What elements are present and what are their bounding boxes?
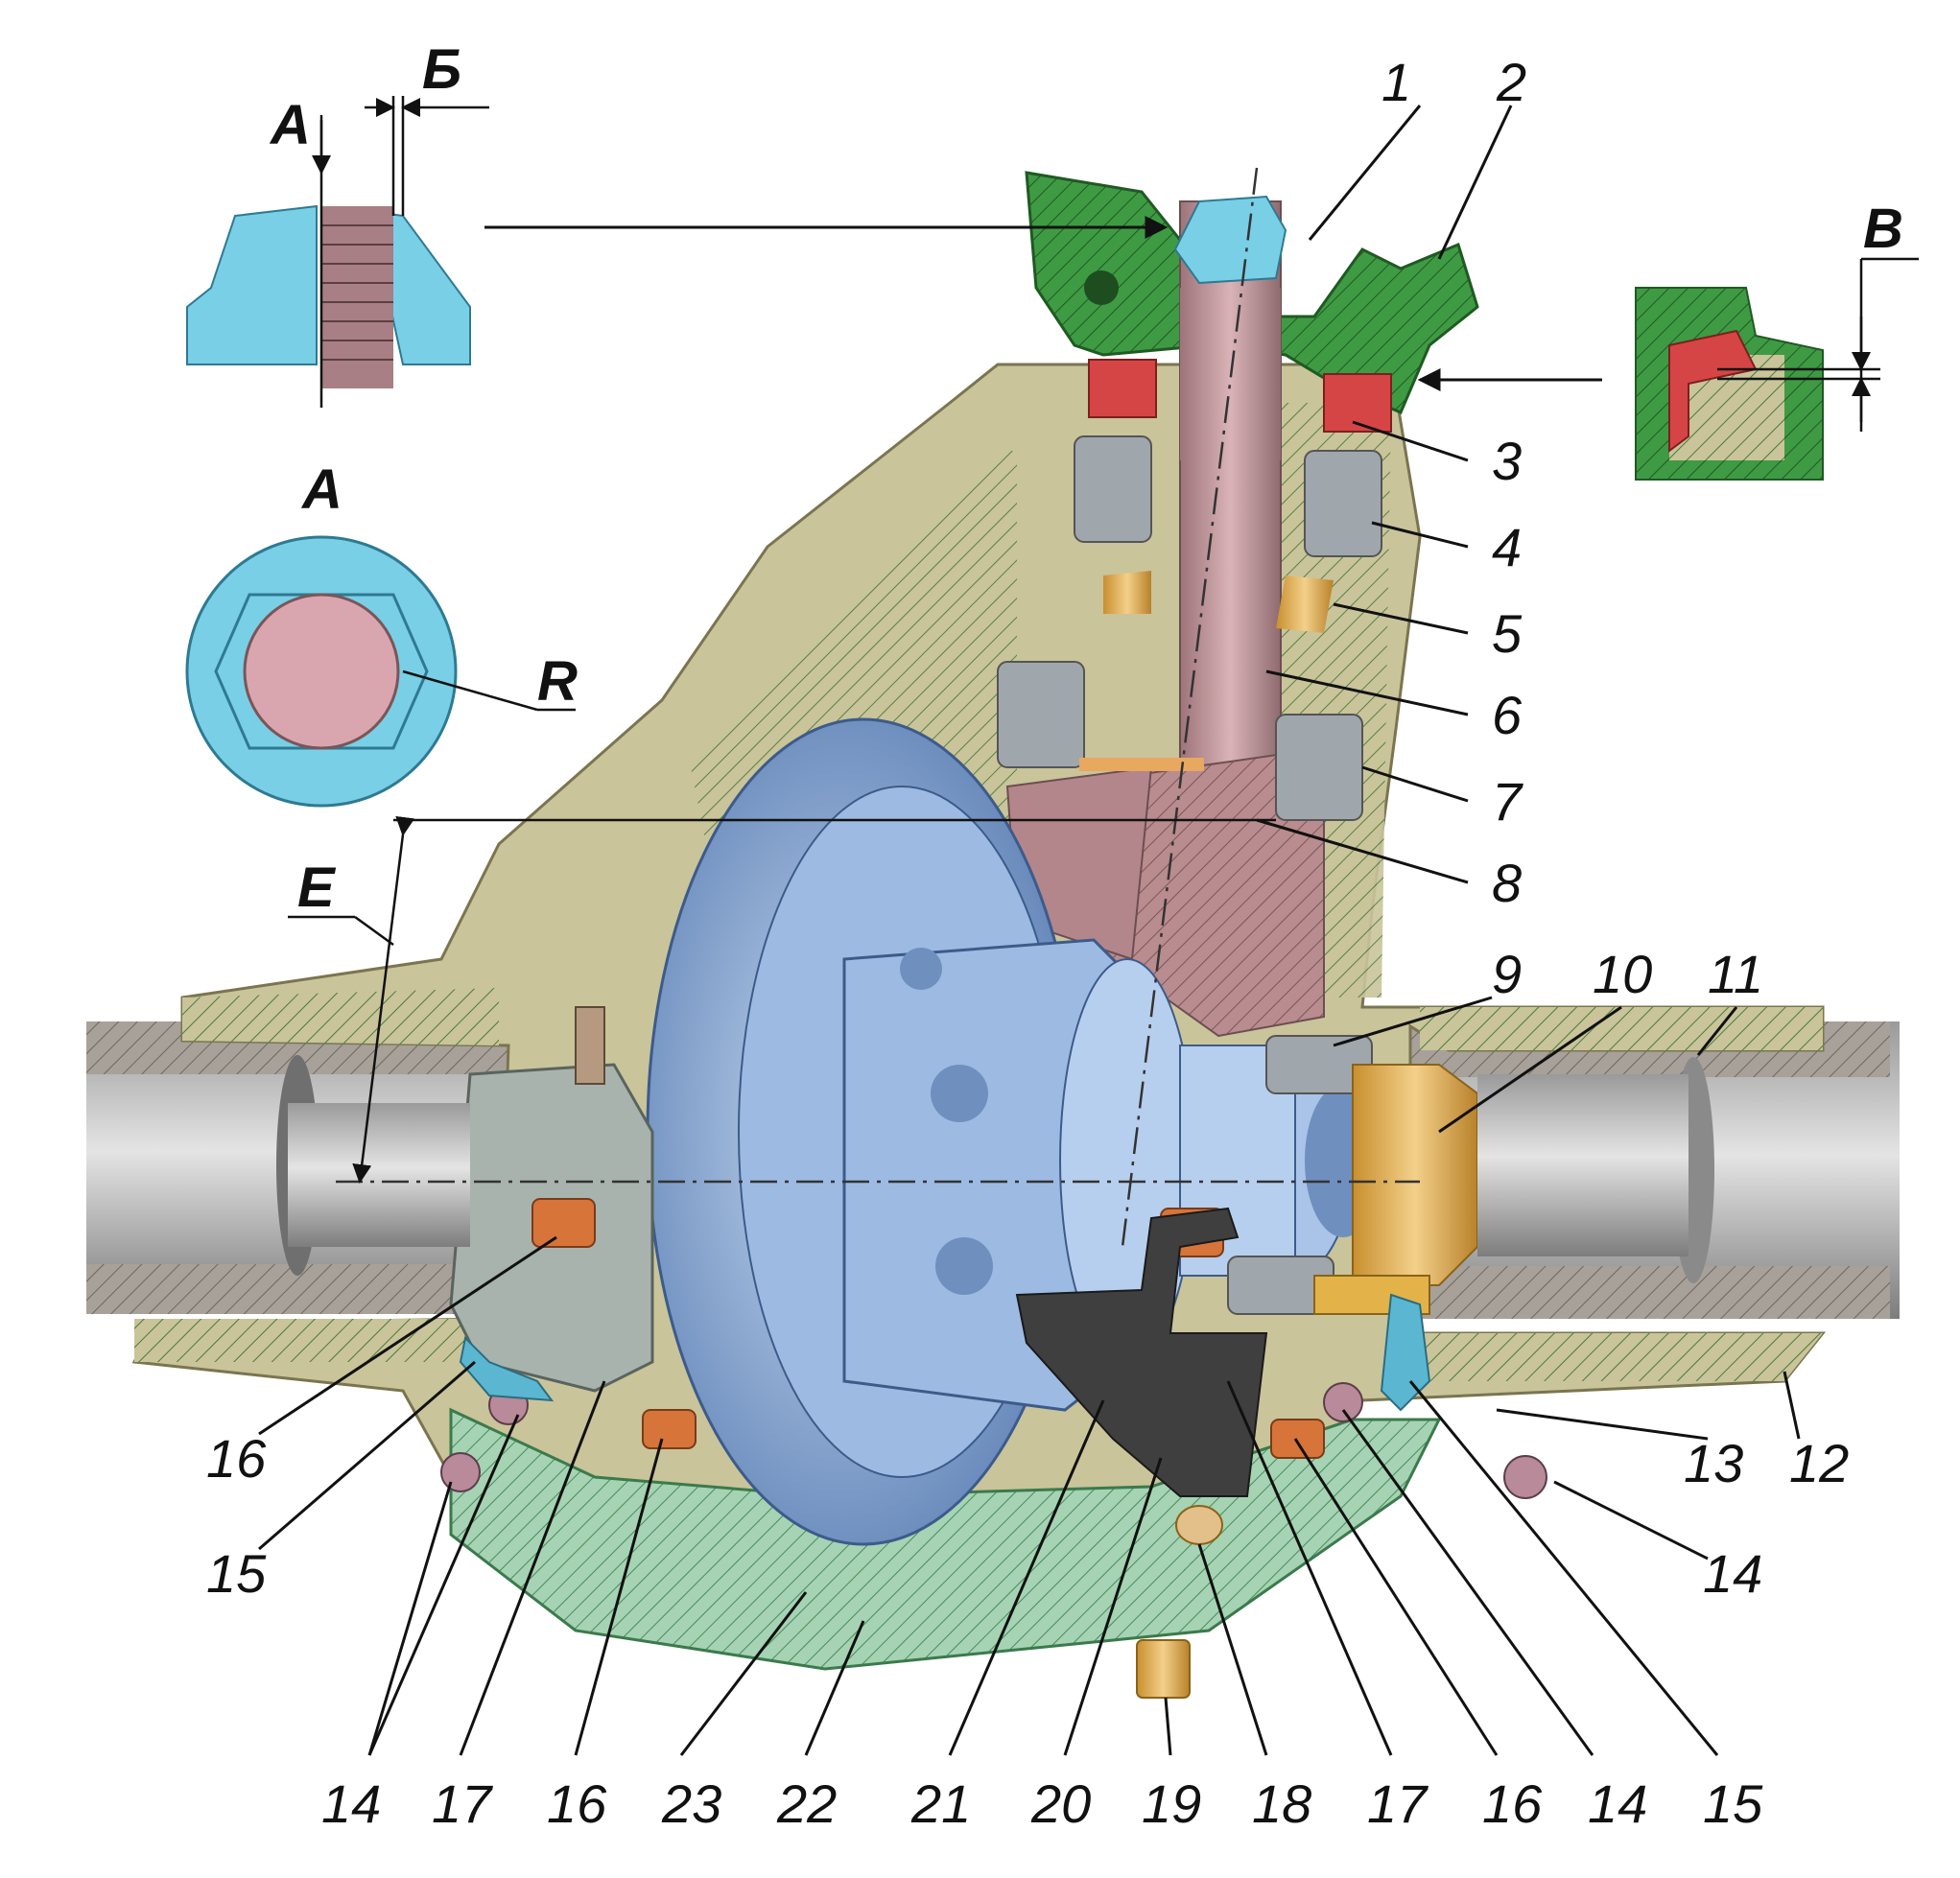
drain-plug bbox=[1136, 1639, 1191, 1699]
callout-10: 10 bbox=[1593, 944, 1652, 1004]
callout-bottom-17a: 17 bbox=[432, 1773, 493, 1834]
bracket bbox=[1015, 1207, 1268, 1497]
callout-7: 7 bbox=[1492, 771, 1523, 832]
pinion-bearings bbox=[997, 359, 1392, 821]
lock-plates bbox=[459, 1293, 1431, 1412]
callout-2: 2 bbox=[1496, 52, 1526, 112]
inset-view-a: A R bbox=[185, 458, 578, 808]
label-r: R bbox=[537, 650, 578, 713]
callout-bottom-21: 21 bbox=[910, 1773, 971, 1834]
callout-11: 11 bbox=[1708, 944, 1763, 1004]
callout-bottom-19: 19 bbox=[1142, 1773, 1201, 1834]
callout-8: 8 bbox=[1492, 853, 1522, 913]
axle-shaft-right bbox=[1477, 1074, 1688, 1256]
callout-bottom-17b: 17 bbox=[1367, 1773, 1429, 1834]
callout-1: 1 bbox=[1381, 52, 1411, 112]
callout-bottom-22: 22 bbox=[776, 1773, 837, 1834]
callout-6: 6 bbox=[1492, 685, 1523, 745]
pinion-axis bbox=[1121, 167, 1259, 1248]
leaders bbox=[258, 105, 1801, 1756]
axle-shaft-left bbox=[288, 1103, 470, 1247]
pinion-nut bbox=[1173, 195, 1287, 285]
callout-bottom-14a: 14 bbox=[321, 1773, 381, 1834]
callout-bottom-16a: 16 bbox=[547, 1773, 607, 1834]
inset-nut-section: A Б bbox=[186, 38, 489, 408]
label-a-view: A bbox=[300, 458, 342, 521]
callout-13: 13 bbox=[1684, 1433, 1743, 1493]
callout-bottom-20: 20 bbox=[1030, 1773, 1091, 1834]
inset-seal-gap: В bbox=[1635, 198, 1919, 481]
callout-5: 5 bbox=[1492, 603, 1523, 664]
spacer-sleeve bbox=[1079, 571, 1334, 771]
callout-labels: 1 2 3 4 5 6 7 8 9 10 11 13 12 14 16 15 1… bbox=[206, 52, 1849, 1834]
callout-16-left: 16 bbox=[206, 1428, 267, 1489]
dimension-e: E bbox=[288, 815, 1276, 1184]
label-e: E bbox=[297, 857, 337, 919]
label-b-top: Б bbox=[422, 38, 461, 101]
label-v: В bbox=[1863, 198, 1903, 260]
callout-14-right: 14 bbox=[1703, 1543, 1762, 1604]
callout-bottom-15: 15 bbox=[1703, 1773, 1763, 1834]
label-a-top: A bbox=[269, 94, 311, 156]
callout-bottom-14b: 14 bbox=[1588, 1773, 1647, 1834]
callout-bottom-18: 18 bbox=[1252, 1773, 1311, 1834]
callout-bottom-16b: 16 bbox=[1482, 1773, 1543, 1834]
callout-3: 3 bbox=[1492, 431, 1522, 491]
callout-12: 12 bbox=[1789, 1433, 1849, 1493]
callout-15-left: 15 bbox=[206, 1543, 267, 1604]
filler-plug bbox=[1175, 1505, 1223, 1545]
callout-4: 4 bbox=[1492, 517, 1522, 577]
callout-9: 9 bbox=[1492, 944, 1522, 1004]
callout-bottom-23: 23 bbox=[661, 1773, 721, 1834]
